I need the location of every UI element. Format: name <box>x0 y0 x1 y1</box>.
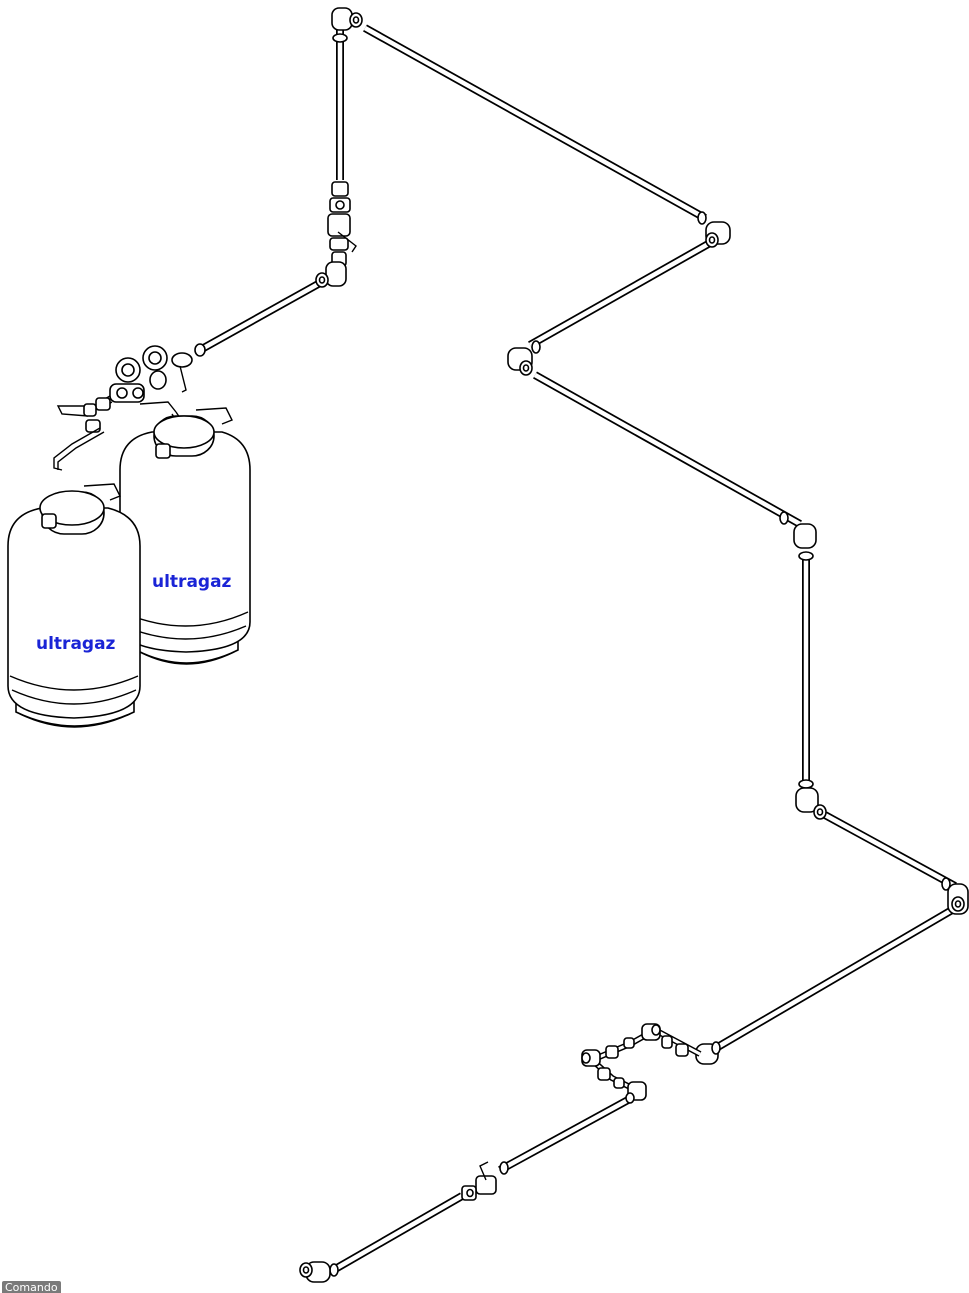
cylinder-brand-label: ultragaz <box>36 634 116 654</box>
ball-valve <box>327 213 357 267</box>
offset-fittings <box>581 1023 702 1104</box>
cylinder-brand-label: ultragaz <box>152 572 232 592</box>
ball-valve-lower <box>461 1161 509 1201</box>
elbow-fitting-end <box>299 1261 339 1283</box>
command-button[interactable]: Comando <box>2 1281 61 1293</box>
elbow-fitting-top <box>331 7 363 43</box>
elbow-fitting-far-right <box>941 877 969 915</box>
gas-cylinder-front: ultragaz <box>7 483 141 728</box>
elbow-fitting-left <box>507 340 541 376</box>
gas-cylinder-back: ultragaz <box>119 407 251 665</box>
gas-pipe-run <box>198 24 957 1276</box>
union-fitting <box>329 181 351 213</box>
elbow-fitting-right-3 <box>795 779 827 820</box>
elbow-fitting-lower <box>695 1041 721 1065</box>
pipe-end-cap <box>194 343 206 357</box>
elbow-fitting-right-1 <box>697 211 731 248</box>
gas-regulator-manifold <box>53 345 193 471</box>
pipe-outline <box>198 24 957 1276</box>
elbow-fitting-regulator-outlet <box>315 261 347 288</box>
pipe-fittings <box>194 7 969 1065</box>
elbow-fitting-right-2 <box>779 511 817 561</box>
pipe-bore <box>198 24 957 1274</box>
